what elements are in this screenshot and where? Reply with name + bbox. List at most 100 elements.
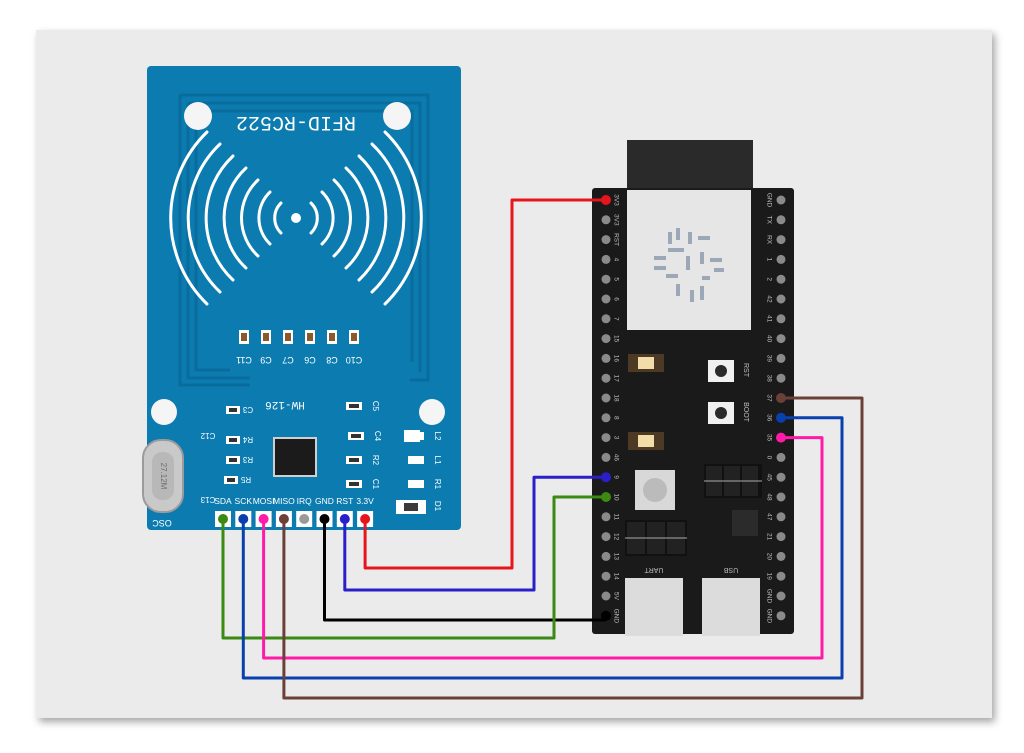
part-r4: R4	[226, 435, 253, 444]
capacitor-label: C8	[326, 355, 338, 365]
part-c1: C1	[346, 479, 380, 490]
rc522-chip	[273, 437, 317, 477]
esp-right-pin-gnd[interactable]: GND	[766, 589, 786, 604]
wire-rst-to-9	[343, 475, 606, 592]
esp-pin-label: TX	[766, 216, 773, 225]
esp-right-pin-39[interactable]: 39	[766, 353, 786, 363]
esp-left-pin-3[interactable]: 3	[601, 433, 620, 443]
esp-right-pin-41[interactable]: 41	[766, 314, 786, 324]
part-label: C5	[371, 401, 380, 412]
esp-right-pin-tx[interactable]: TX	[766, 215, 786, 225]
wire-end-dot	[776, 432, 786, 443]
capacitor-c9: C9	[260, 330, 272, 365]
wire-end-dot	[776, 412, 786, 423]
capacitor-label: C7	[282, 355, 294, 365]
esp-right-pin-42[interactable]: 42	[766, 294, 786, 304]
rst-button-label: RST	[742, 363, 749, 378]
wire-sda-to-10	[221, 495, 606, 640]
esp-right-pin-45[interactable]: 45	[766, 472, 786, 482]
esp-left-pin-17[interactable]: 17	[601, 373, 620, 383]
esp-pin-label: 37	[766, 394, 773, 402]
esp-left-pin-18[interactable]: 18	[601, 393, 620, 403]
rfid-pin-irq[interactable]: IRQ	[296, 496, 313, 527]
esp-pin-label: 11	[613, 513, 620, 520]
esp-pin-label: 8	[613, 416, 620, 420]
esp-left-pin-8[interactable]: 8	[601, 413, 620, 423]
esp-left-pin-11[interactable]: 11	[601, 512, 620, 522]
part-label: L2	[433, 432, 442, 441]
esp-left-pin-12[interactable]: 12	[601, 532, 620, 542]
rfid-pin-label: IRQ	[297, 496, 313, 506]
esp-right-pin-1[interactable]: 1	[766, 254, 786, 264]
esp-pin-label: 39	[766, 355, 773, 363]
part-label: C1	[371, 479, 380, 490]
esp-right-pin-gnd[interactable]: GND	[766, 193, 786, 208]
esp-pin-label: RX	[766, 235, 773, 245]
rfid-pin-label: 3.3V	[356, 496, 374, 506]
capacitor-c7: C7	[282, 330, 294, 365]
esp32-board: RST BOOT UART USB 3V33V3RST4567151617188…	[592, 140, 794, 636]
esp-left-pin-6[interactable]: 6	[601, 294, 620, 304]
esp-left-pin-16[interactable]: 16	[601, 353, 620, 363]
esp-pin-label: GND	[766, 609, 773, 624]
rfid-pin-label: SCK	[235, 496, 253, 506]
part-label: D1	[433, 501, 442, 512]
esp-right-pin-38[interactable]: 38	[766, 373, 786, 383]
esp-pin-label: 41	[766, 315, 773, 323]
uart-port[interactable]	[625, 578, 683, 636]
esp-left-pin-7[interactable]: 7	[601, 314, 620, 324]
esp-right-pin-19[interactable]: 19	[766, 571, 786, 581]
esp-left-pin-3v3[interactable]: 3V3	[601, 214, 620, 226]
part-d1: D1	[433, 501, 442, 512]
rfid-pin-label: MISO	[273, 496, 295, 506]
esp-right-pin-rx[interactable]: RX	[766, 235, 786, 245]
wire-end-dot	[601, 492, 611, 502]
mount-hole	[184, 102, 212, 130]
esp-pin-label: 20	[766, 553, 773, 561]
capacitor-c8: C8	[326, 330, 338, 365]
ic-block	[625, 520, 687, 556]
esp-right-pin-gnd[interactable]: GND	[766, 609, 786, 624]
esp-left-pin-46[interactable]: 46	[601, 452, 620, 462]
wire-33v-to-3v3	[363, 198, 606, 570]
rfid-pin-label: MOSI	[253, 496, 275, 506]
esp-left-pin-15[interactable]: 15	[601, 334, 620, 344]
esp-left-pin-rst[interactable]: RST	[601, 233, 620, 246]
mount-hole	[151, 399, 177, 425]
esp-right-pin-40[interactable]: 40	[766, 334, 786, 344]
mount-hole	[383, 102, 411, 130]
rfid-pin-sda[interactable]: SDA	[214, 496, 232, 527]
esp-pin-label: 42	[766, 295, 773, 303]
capacitor-label: C11	[236, 355, 252, 365]
usb-port[interactable]	[702, 578, 760, 636]
rfid-model: HW-126	[265, 398, 305, 410]
wire-end-dot	[776, 393, 786, 403]
capacitor-label: C6	[304, 355, 316, 365]
esp-left-pin-14[interactable]: 14	[601, 571, 620, 581]
esp-right-pin-20[interactable]: 20	[766, 551, 786, 561]
mount-hole	[419, 399, 445, 425]
esp-pin-label: 19	[766, 573, 773, 581]
esp-right-pin-21[interactable]: 21	[766, 532, 786, 542]
esp-pin-label: 45	[766, 474, 773, 482]
esp-right-pin-0[interactable]: 0	[766, 452, 786, 462]
espressif-logo	[654, 228, 724, 302]
esp-left-pin-13[interactable]: 13	[601, 551, 620, 561]
esp-pin-label: 10	[613, 493, 620, 501]
esp-pin-label: 12	[613, 533, 620, 541]
part-label: C13	[200, 495, 215, 504]
wire-sck-to-36	[241, 416, 844, 680]
capacitor-label: C10	[346, 355, 363, 365]
part-l1: L1	[408, 456, 442, 465]
esp-left-pin-5[interactable]: 5	[601, 274, 620, 284]
wire-gnd-to-gnd	[323, 519, 606, 622]
esp-right-pin-47[interactable]: 47	[766, 512, 786, 522]
esp-right-pin-48[interactable]: 48	[766, 492, 786, 502]
esp-left-pin-4[interactable]: 4	[601, 254, 620, 264]
part-label: L1	[433, 456, 442, 465]
esp-left-pin-5v[interactable]: 5V	[601, 591, 620, 601]
chip	[732, 510, 758, 536]
esp-right-pin-2[interactable]: 2	[766, 274, 786, 284]
